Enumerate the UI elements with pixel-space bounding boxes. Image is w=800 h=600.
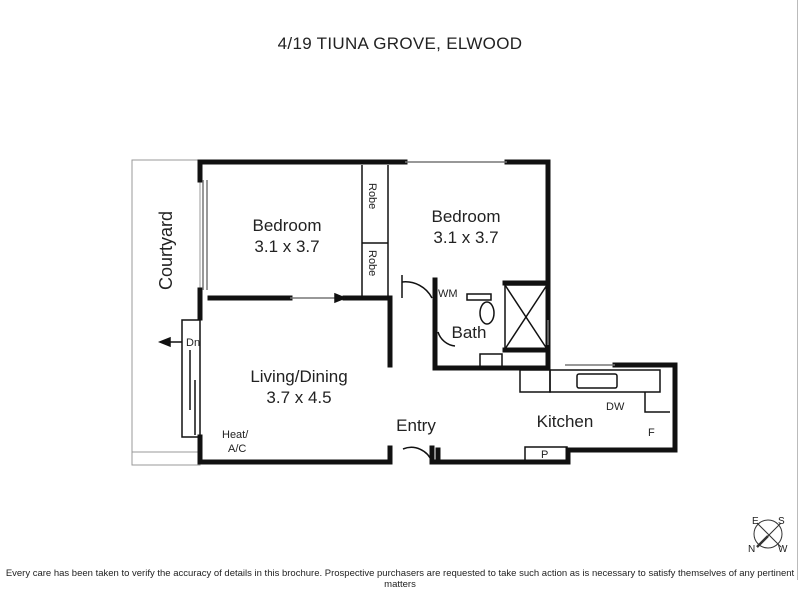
fridge-label: F <box>648 427 655 439</box>
property-address-title: 4/19 TIUNA GROVE, ELWOOD <box>277 34 523 53</box>
compass-s: S <box>778 516 785 527</box>
robe2-label: Robe <box>366 250 378 276</box>
bath-label: Bath <box>452 323 487 342</box>
heat-ac-label-1: Heat/ <box>222 429 249 441</box>
courtyard-label: Courtyard <box>156 211 176 290</box>
dishwasher-label: DW <box>606 401 625 413</box>
compass-icon <box>753 519 783 549</box>
living-size: 3.7 x 4.5 <box>266 388 331 407</box>
bedroom1-label: Bedroom <box>253 216 322 235</box>
disclaimer-text: Every care has been taken to verify the … <box>5 568 795 590</box>
courtyard-area <box>131 159 201 466</box>
page-border <box>797 0 798 580</box>
pantry-label: P <box>541 449 548 461</box>
kitchen-label: Kitchen <box>537 412 594 431</box>
compass-e: E <box>752 516 759 527</box>
heat-ac-label-2: A/C <box>228 443 246 455</box>
bedroom2-label: Bedroom <box>432 207 501 226</box>
robe1-label: Robe <box>366 183 378 209</box>
stairs-down-label: Dn <box>186 337 200 349</box>
bedroom1-size: 3.1 x 3.7 <box>254 237 319 256</box>
bedroom2-size: 3.1 x 3.7 <box>433 228 498 247</box>
wm-label: WM <box>438 288 458 300</box>
compass-w: W <box>778 544 788 555</box>
living-label: Living/Dining <box>250 367 347 386</box>
entry-label: Entry <box>396 416 436 435</box>
walls <box>197 159 678 465</box>
thin-walls <box>157 161 670 463</box>
compass-n: N <box>748 544 755 555</box>
